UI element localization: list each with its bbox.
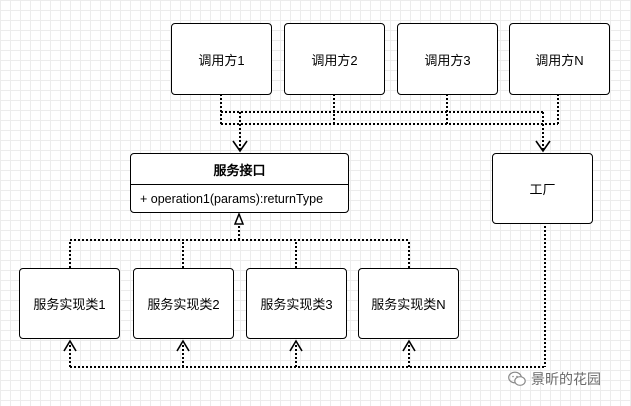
impl-box-3: 服务实现类3 xyxy=(246,268,347,339)
impl-label: 服务实现类2 xyxy=(147,297,220,312)
impl-label: 服务实现类3 xyxy=(260,297,333,312)
interface-title: 服务接口 xyxy=(131,154,348,185)
factory-arrowhead xyxy=(535,140,551,153)
implN-arrowhead xyxy=(402,339,416,352)
caller-box-2: 调用方2 xyxy=(284,23,385,95)
caller-label: 调用方3 xyxy=(424,52,471,68)
caller-label: 调用方2 xyxy=(311,52,358,68)
wechat-icon xyxy=(508,371,526,386)
factory-box: 工厂 xyxy=(492,153,593,224)
factory-label: 工厂 xyxy=(529,182,556,197)
watermark: 景昕的花园 xyxy=(508,369,601,389)
caller-label: 调用方N xyxy=(535,52,584,68)
impl-label: 服务实现类N xyxy=(371,297,446,312)
service-interface-box: 服务接口 + operation1(params):returnType xyxy=(130,153,349,213)
interface-method: + operation1(params):returnType xyxy=(140,192,324,206)
caller-box-1: 调用方1 xyxy=(171,23,272,95)
impl1-arrowhead xyxy=(63,339,77,352)
realization-triangle xyxy=(233,211,245,225)
impl3-arrowhead xyxy=(289,339,303,352)
impl-box-n: 服务实现类N xyxy=(358,268,459,339)
caller-box-n: 调用方N xyxy=(509,23,610,95)
watermark-text: 景昕的花园 xyxy=(531,371,601,387)
impl-label: 服务实现类1 xyxy=(33,297,106,312)
caller-box-3: 调用方3 xyxy=(397,23,498,95)
impl-box-2: 服务实现类2 xyxy=(133,268,234,339)
impl-box-1: 服务实现类1 xyxy=(19,268,120,339)
interface-arrowhead xyxy=(232,140,248,153)
caller-label: 调用方1 xyxy=(198,52,245,68)
impl2-arrowhead xyxy=(176,339,190,352)
